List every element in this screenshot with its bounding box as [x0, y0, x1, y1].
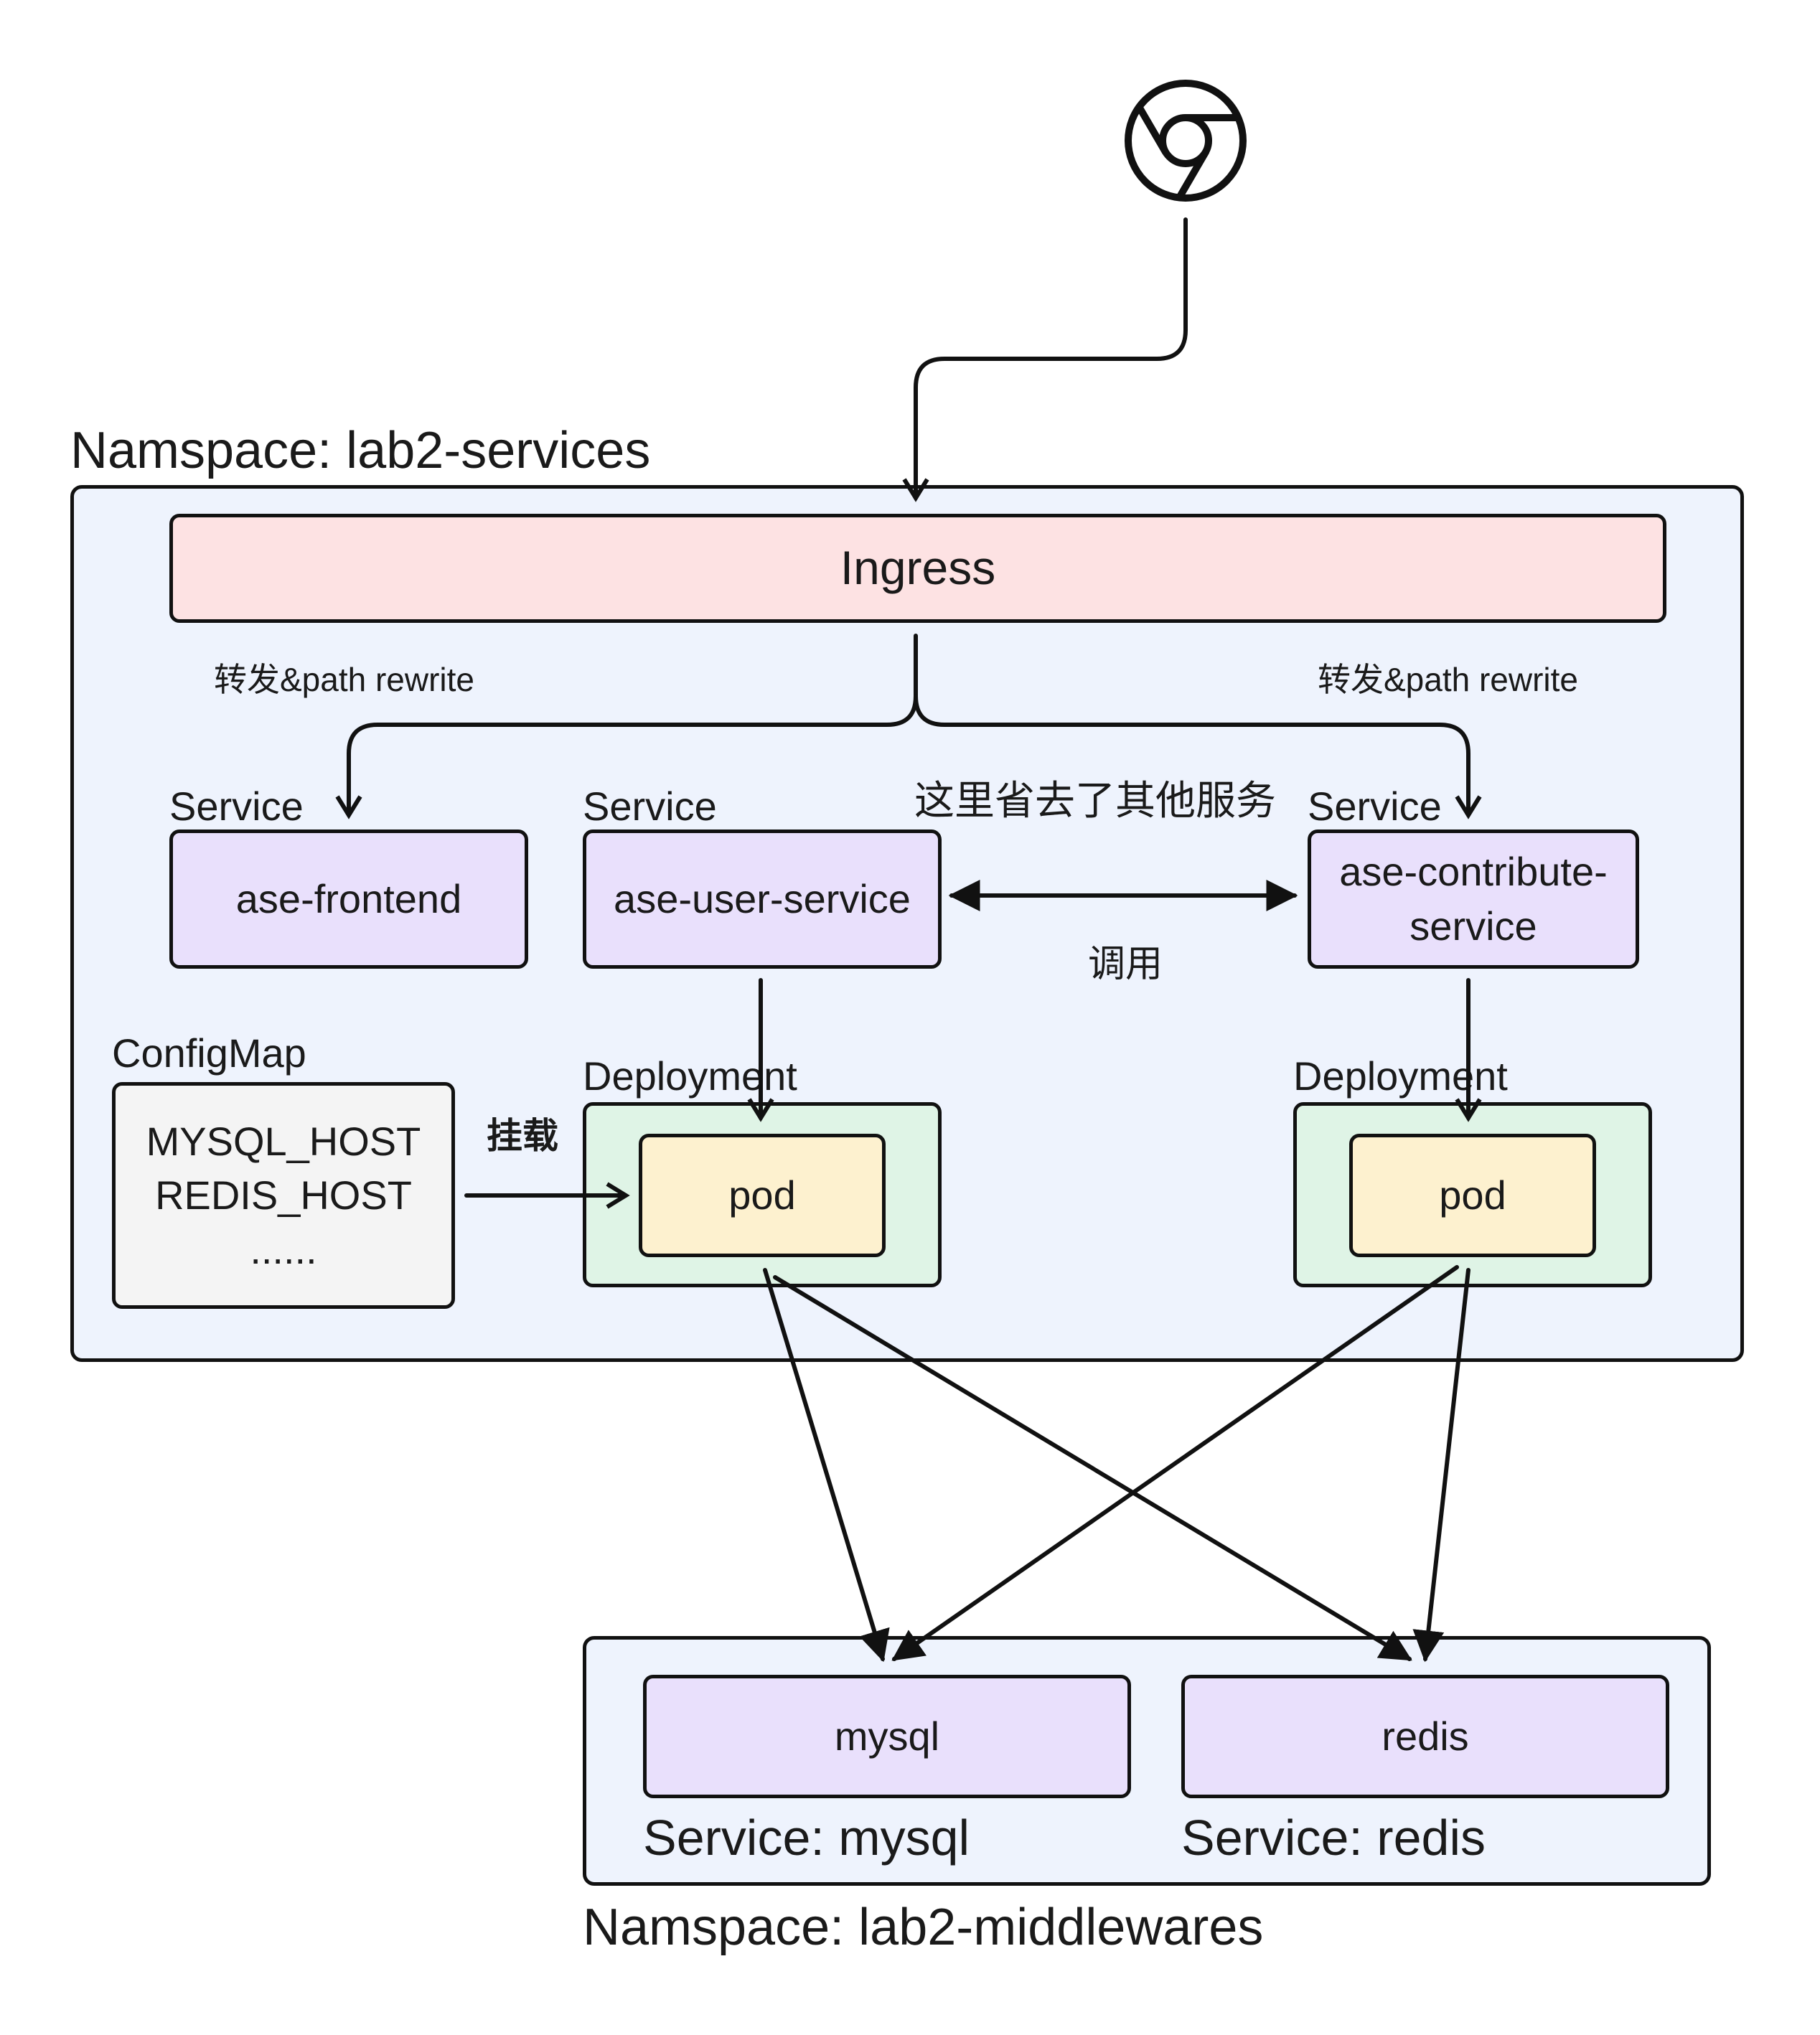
service-name-frontend: ase-frontend [235, 876, 462, 922]
mysql-name: mysql [834, 1714, 940, 1759]
ingress-box[interactable]: Ingress [169, 514, 1666, 623]
service-kind-label-user: Service [583, 784, 717, 829]
mount-label: 挂载 [487, 1116, 558, 1156]
redis-name: redis [1382, 1714, 1469, 1759]
service-ase-user-service[interactable]: ase-user-service [583, 829, 942, 969]
service-ase-contribute-service[interactable]: ase-contribute- service [1308, 829, 1639, 969]
configmap-entry-redis-host: REDIS_HOST [155, 1172, 412, 1218]
pod-contribute-label: pod [1439, 1172, 1506, 1218]
service-name-contribute-line2: service [1409, 903, 1537, 949]
connector-browser-ingress [902, 217, 1188, 502]
connector-user-pod-redis [773, 1275, 1412, 1661]
omitted-services-note: 这里省去了其他服务 [914, 778, 1276, 823]
pod-user[interactable]: pod [639, 1134, 886, 1257]
configmap-box[interactable]: MYSQL_HOST REDIS_HOST ...... [112, 1082, 455, 1309]
service-label-mysql: Service: mysql [643, 1810, 970, 1866]
connector-ingress-frontend [335, 634, 918, 819]
namespace-label-services: Namspace: lab2-services [70, 422, 651, 479]
service-ase-frontend[interactable]: ase-frontend [169, 829, 528, 969]
connector-contribute-pod-mysql [891, 1265, 1459, 1661]
connector-contribute-pod-redis [1412, 1268, 1470, 1663]
configmap-entry-mysql-host: MYSQL_HOST [146, 1118, 421, 1164]
pod-contribute[interactable]: pod [1349, 1134, 1596, 1257]
service-label-redis: Service: redis [1181, 1810, 1486, 1866]
service-kind-label-contribute: Service [1308, 784, 1442, 829]
pod-user-label: pod [728, 1172, 796, 1218]
connector-ingress-contribute [914, 694, 1482, 819]
ingress-label: Ingress [840, 541, 996, 595]
configmap-kind-label: ConfigMap [112, 1030, 306, 1076]
call-label: 调用 [1088, 944, 1163, 985]
connector-user-pod-mysql [763, 1268, 890, 1663]
service-name-contribute-line1: ase-contribute- [1339, 849, 1608, 895]
service-kind-label-frontend: Service [169, 784, 304, 829]
configmap-entry-more: ...... [250, 1226, 317, 1272]
forward-note-right: 转发&path rewrite [1318, 661, 1579, 698]
service-name-user: ase-user-service [614, 876, 911, 922]
namespace-label-middlewares: Namspace: lab2-middlewares [583, 1899, 1264, 1956]
deployment-kind-label-contribute: Deployment [1293, 1053, 1508, 1099]
chrome-browser-icon [1125, 80, 1247, 202]
service-mysql[interactable]: mysql [643, 1675, 1131, 1798]
service-redis[interactable]: redis [1181, 1675, 1669, 1798]
forward-note-left: 转发&path rewrite [214, 661, 475, 698]
